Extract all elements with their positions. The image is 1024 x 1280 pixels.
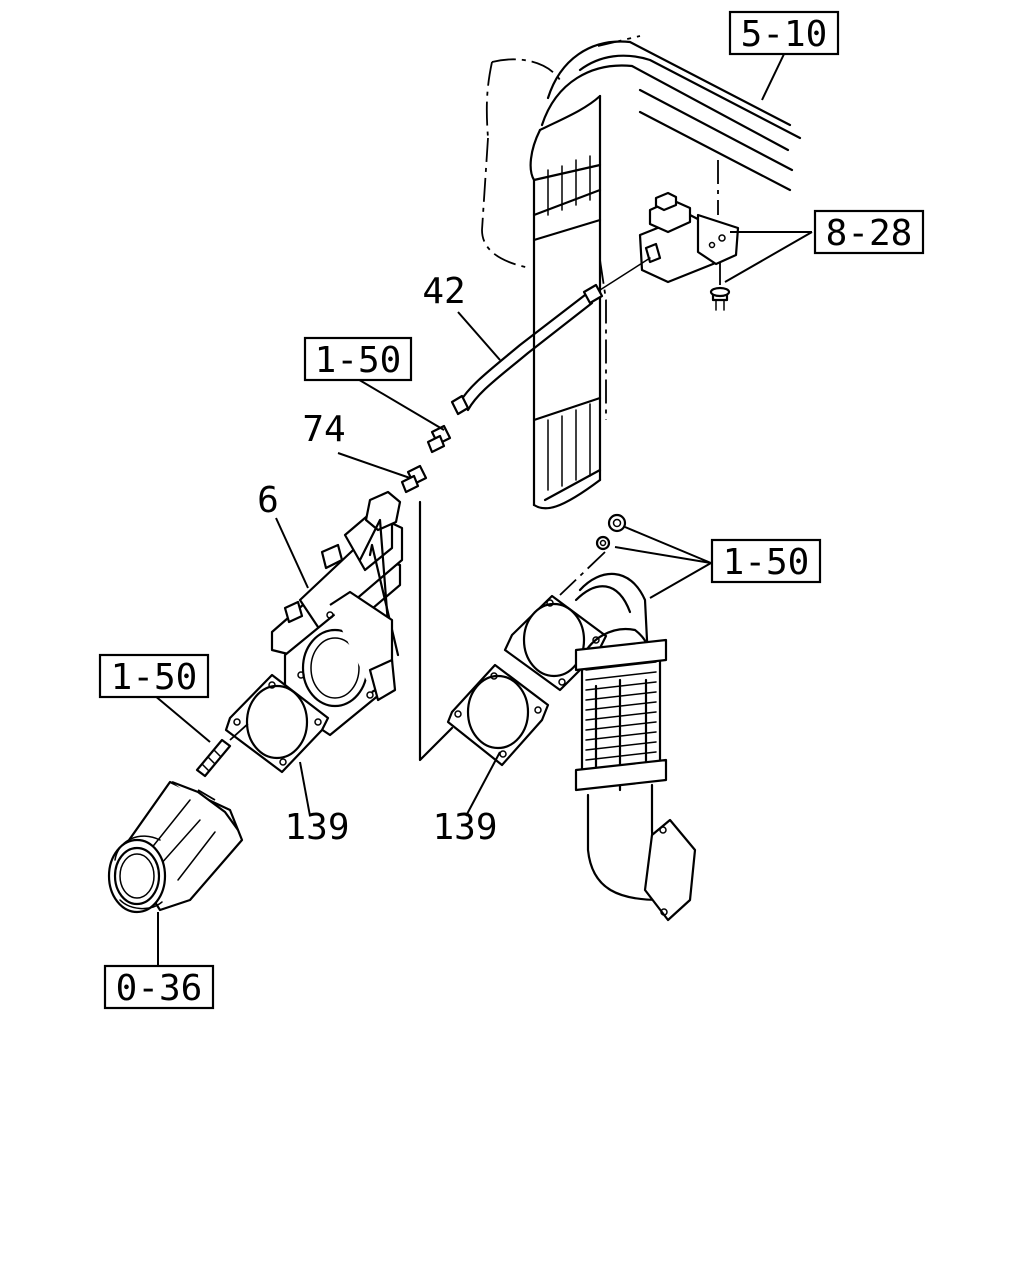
callout-42: 42 [422, 271, 465, 312]
callout-label: 5-10 [741, 14, 828, 55]
gasket-left-drawing [224, 673, 330, 774]
exhaust-brake-unit-drawing [270, 490, 404, 737]
gasket-bracket-line [418, 500, 454, 762]
callout-label: 139 [284, 807, 349, 848]
leader-lines [153, 51, 813, 966]
exhaust-pipe-drawing [503, 513, 697, 922]
callout-1-50-top: 1-50 [303, 336, 413, 382]
fittings-drawing [400, 424, 452, 494]
stud-drawing [195, 721, 251, 778]
callout-label: 1-50 [723, 542, 810, 583]
elbow-housing-drawing [107, 780, 244, 914]
callout-label: 139 [432, 807, 497, 848]
upper-pipe-drawing [481, 35, 802, 510]
callout-139-right: 139 [432, 807, 497, 848]
callout-6: 6 [257, 480, 279, 521]
callout-1-50-left: 1-50 [98, 653, 210, 699]
callout-139-left: 139 [284, 807, 349, 848]
callout-label: 8-28 [826, 213, 913, 254]
callout-label: 1-50 [315, 340, 402, 381]
gasket-right-drawing [446, 663, 550, 767]
callout-0-36: 0-36 [103, 964, 215, 1010]
callout-74: 74 [302, 409, 345, 450]
callout-1-50-right: 1-50 [710, 538, 822, 584]
callout-8-28: 8-28 [813, 209, 925, 255]
callout-label: 1-50 [111, 657, 198, 698]
callout-label: 6 [257, 480, 279, 521]
solenoid-valve-drawing [638, 160, 740, 311]
callout-label: 0-36 [116, 968, 203, 1009]
callout-label: 42 [422, 271, 465, 312]
callout-label: 74 [302, 409, 345, 450]
hose-42-drawing [450, 257, 651, 416]
callout-5-10: 5-10 [728, 10, 840, 56]
